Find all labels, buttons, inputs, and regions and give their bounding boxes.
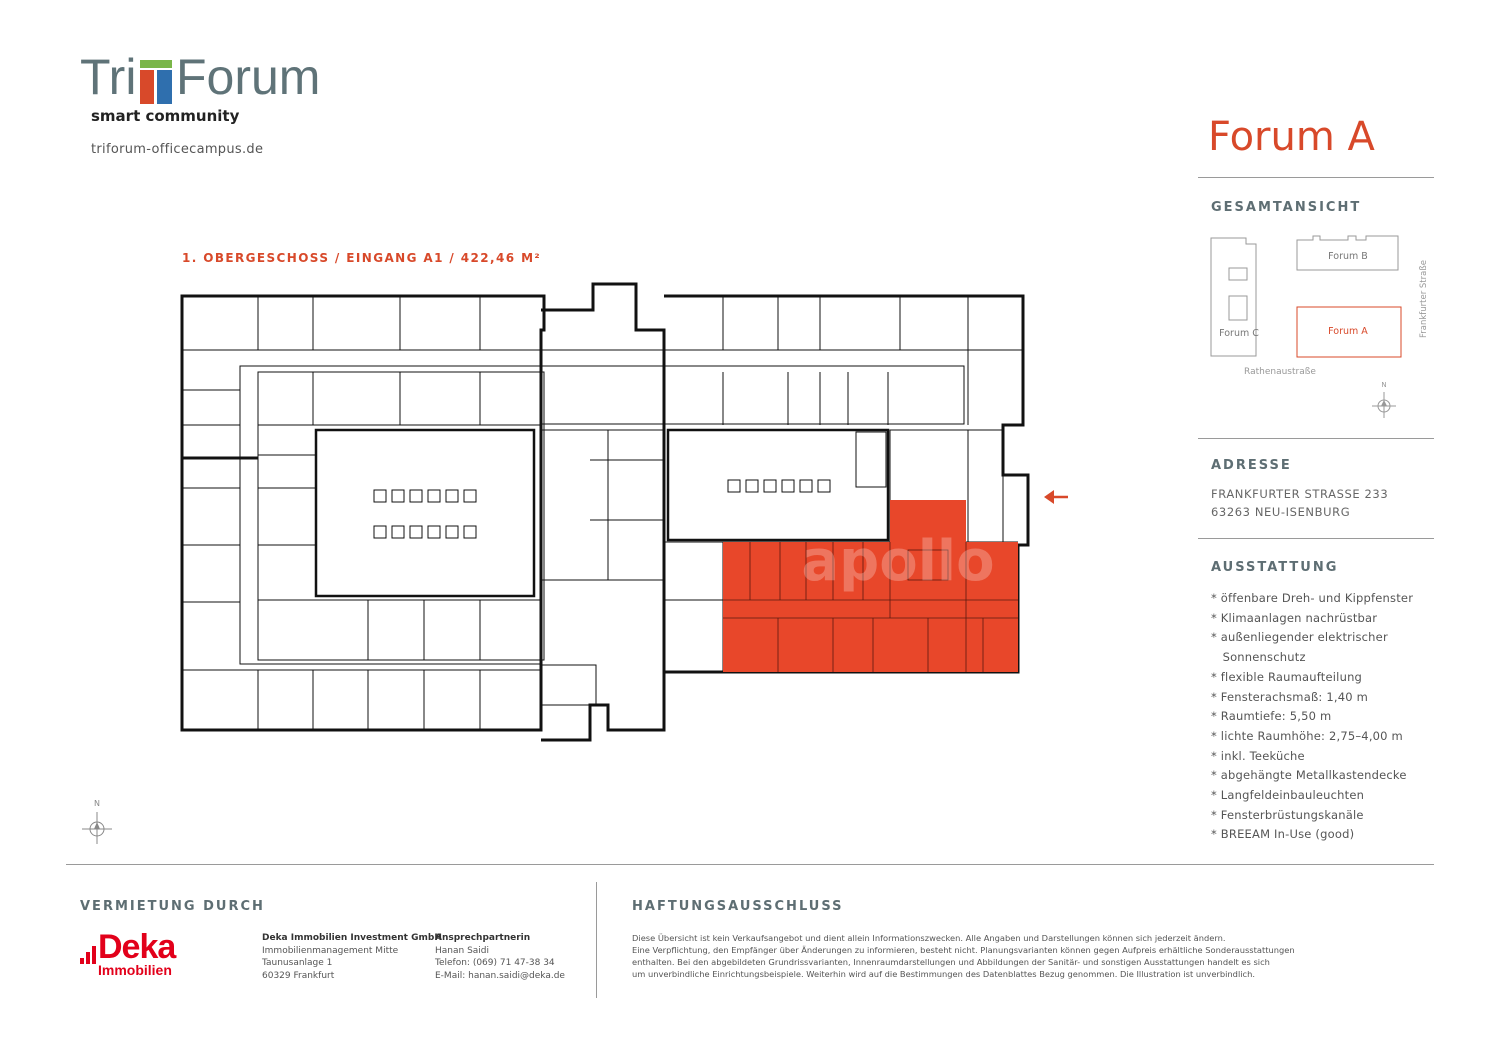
north-arrow-icon: N [1372, 381, 1396, 418]
rental-area-highlight: apollo [723, 500, 1018, 672]
disclaimer-text: Diese Übersicht ist kein Verkaufsangebot… [632, 932, 1352, 980]
address-heading: ADRESSE [1211, 458, 1292, 473]
equipment-item: Sonnenschutz [1211, 650, 1306, 665]
floor-plan: apollo [180, 282, 1068, 742]
equipment-item: * lichte Raumhöhe: 2,75–4,00 m [1211, 728, 1403, 743]
equipment-item: * Fensterbrüstungskanäle [1211, 807, 1364, 822]
overview-street-frankfurter: Frankfurter Straße [1419, 260, 1429, 338]
divider [1198, 177, 1434, 178]
letting-heading: VERMIETUNG DURCH [80, 899, 265, 914]
contact-name: Hanan Saidi [435, 945, 490, 956]
address-block: FRANKFURTER STRASSE 233 63263 NEU-ISENBU… [1211, 485, 1388, 521]
north-arrow-icon: N [82, 799, 112, 844]
footer-separator [596, 882, 597, 998]
footer-divider [66, 864, 1434, 865]
disclaimer-line: Eine Verpflichtung, den Empfänger über Ä… [632, 945, 1295, 955]
overview-label-forum-a: Forum A [1328, 326, 1368, 337]
company-line: Immobilienmanagement Mitte [262, 945, 399, 956]
overview-label-forum-c: Forum C [1219, 328, 1259, 339]
disclaimer-line: enthalten. Bei den abgebildeten Grundris… [632, 957, 1270, 967]
overview-label-forum-b: Forum B [1328, 251, 1368, 262]
contact-phone[interactable]: Telefon: (069) 71 47-38 34 [435, 958, 555, 968]
equipment-item: * Raumtiefe: 5,50 m [1211, 709, 1332, 724]
equipment-item: * inkl. Teeküche [1211, 748, 1305, 763]
site-overview-map: Forum B Forum C Forum A Frankfurter Stra… [1210, 235, 1429, 418]
contact-block: Ansprechpartnerin Hanan Saidi Telefon: (… [435, 932, 565, 982]
equipment-list: * öffenbare Dreh- und Kippfenster * Klima… [1211, 589, 1413, 845]
page-title: Forum A [1208, 114, 1375, 160]
company-line: Taunusanlage 1 [262, 958, 333, 968]
overview-street-rathenau: Rathenaustraße [1244, 367, 1316, 377]
logo-tagline: smart community [91, 107, 240, 125]
deka-subline: Immobilien [98, 962, 172, 978]
equipment-item: * Fensterachsmaß: 1,40 m [1211, 689, 1368, 704]
equipment-item: * flexible Raumaufteilung [1211, 669, 1363, 684]
deka-logo-mark-icon [80, 946, 96, 964]
logo-tri: Tri [80, 49, 137, 105]
watermark-text: apollo [801, 529, 994, 594]
equipment-item: * Langfeldeinbauleuchten [1211, 788, 1365, 803]
contact-email[interactable]: E-Mail: hanan.saidi@deka.de [435, 970, 565, 981]
address-line-street: FRANKFURTER STRASSE 233 [1211, 487, 1389, 501]
website-link[interactable]: triforum-officecampus.de [91, 142, 264, 157]
equipment-item: * außenliegender elektrischer [1211, 630, 1388, 645]
floor-plan-title: 1. OBERGESCHOSS / EINGANG A1 / 422,46 M² [182, 251, 542, 265]
equipment-item: * öffenbare Dreh- und Kippfenster [1211, 591, 1414, 605]
svg-text:N: N [94, 799, 100, 808]
divider [1198, 538, 1434, 539]
divider [1198, 438, 1434, 439]
deka-logo: Deka Immobilien [80, 928, 176, 978]
equipment-item: * Klimaanlagen nachrüstbar [1211, 610, 1378, 625]
company-line: 60329 Frankfurt [262, 970, 335, 981]
disclaimer-line: Diese Übersicht ist kein Verkaufsangebot… [632, 933, 1226, 943]
disclaimer-heading: HAFTUNGSAUSSCHLUSS [632, 899, 844, 914]
svg-text:N: N [1381, 381, 1386, 389]
logo-mark-icon [140, 60, 172, 104]
overview-heading: GESAMTANSICHT [1211, 200, 1362, 215]
address-line-city: 63263 NEU-ISENBURG [1211, 505, 1351, 519]
equipment-heading: AUSSTATTUNG [1211, 560, 1339, 575]
equipment-item: * BREEAM In-Use (good) [1211, 827, 1355, 842]
contact-heading: Ansprechpartnerin [435, 933, 531, 943]
entrance-arrow-icon [1044, 490, 1068, 504]
conference-tables [373, 479, 831, 539]
deka-wordmark: Deka [98, 928, 176, 966]
equipment-item: * abgehängte Metallkastendecke [1211, 768, 1407, 783]
company-name: Deka Immobilien Investment GmbH [262, 933, 442, 943]
disclaimer-line: um unverbindliche Einrichtungsbeispiele.… [632, 969, 1256, 979]
logo-forum: Forum [176, 49, 321, 105]
company-address: Deka Immobilien Investment GmbH Immobili… [262, 932, 442, 982]
